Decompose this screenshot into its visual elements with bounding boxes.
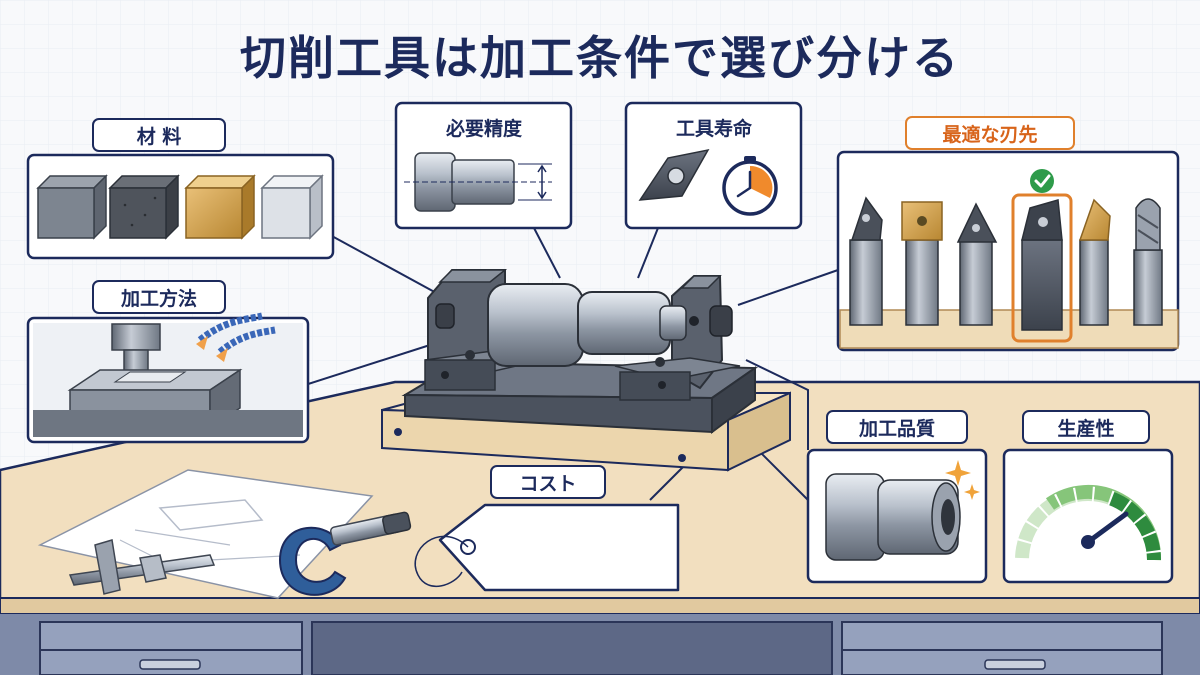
material-panel xyxy=(26,153,335,260)
insert-icon xyxy=(638,148,710,201)
tool-holder-3 xyxy=(956,202,998,326)
tool-holder-2 xyxy=(901,201,943,326)
best-tip-panel xyxy=(836,150,1180,352)
tool-holder-1 xyxy=(849,196,883,326)
gauge-icon xyxy=(1014,484,1162,561)
metal-block-icon xyxy=(36,174,108,240)
sparkle-icon xyxy=(945,460,980,500)
label-quality: 加工品質 xyxy=(826,410,968,444)
clock-icon xyxy=(722,156,778,216)
tool-holder-5 xyxy=(1078,198,1111,326)
quality-panel xyxy=(806,448,988,584)
label-material: 材 料 xyxy=(92,118,226,152)
tool-holder-4-selected xyxy=(1011,193,1073,343)
precision-panel xyxy=(394,101,573,230)
method-panel xyxy=(26,312,310,444)
brass-block-icon xyxy=(184,174,256,240)
label-best-tip: 最適な刃先 xyxy=(905,116,1075,150)
label-precision: 必要精度 xyxy=(445,118,522,140)
page-title: 切削工具は加工条件で選び分ける xyxy=(240,31,960,85)
end-mill xyxy=(1133,198,1163,326)
caliper xyxy=(68,539,216,595)
check-icon xyxy=(1030,169,1054,193)
micrometer xyxy=(278,511,412,596)
central-fixture xyxy=(381,269,791,472)
label-cost: コスト xyxy=(490,465,606,499)
cast-iron-block-icon xyxy=(108,174,180,240)
productivity-panel xyxy=(1002,448,1174,584)
tool-life-panel xyxy=(624,101,803,230)
label-tool-life: 工具寿命 xyxy=(675,118,752,140)
aluminum-block-icon xyxy=(260,174,324,240)
price-tag-icon xyxy=(414,503,680,592)
label-method: 加工方法 xyxy=(92,280,226,314)
label-productivity: 生産性 xyxy=(1022,410,1150,444)
